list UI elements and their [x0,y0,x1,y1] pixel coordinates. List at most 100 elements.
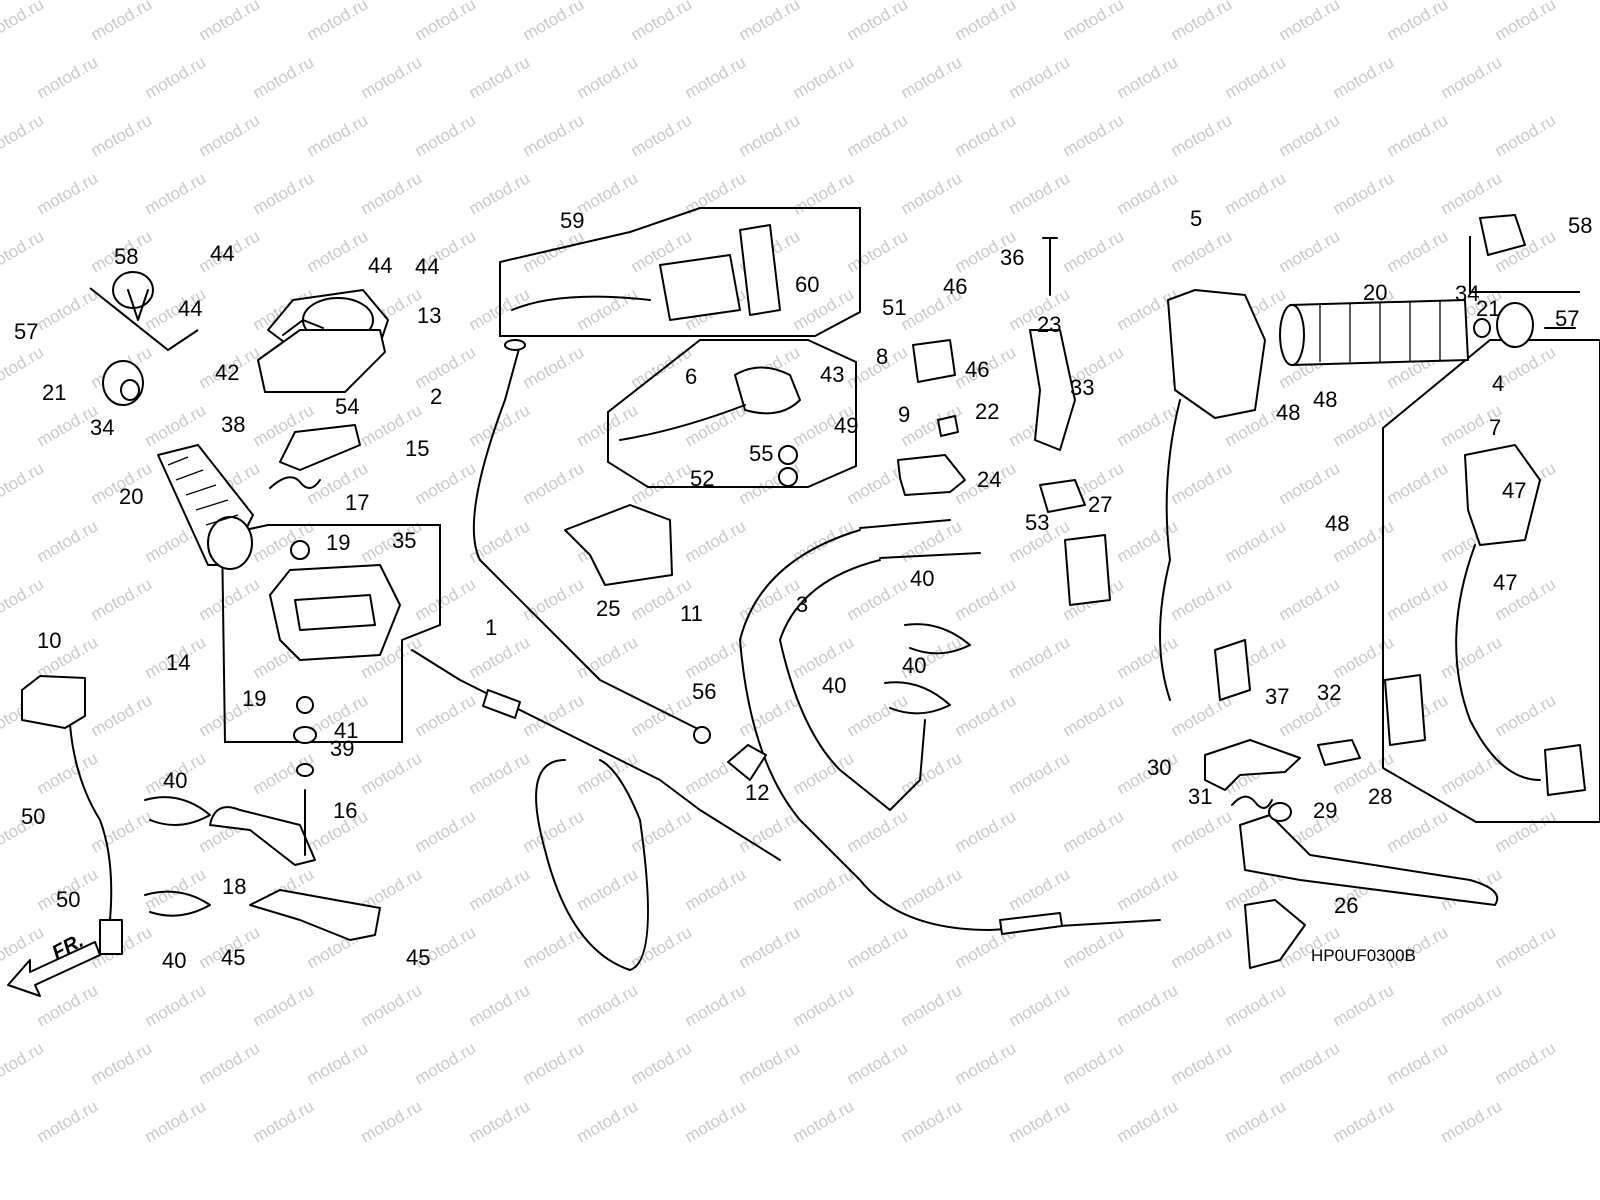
callout-11: 11 [680,601,703,626]
callout-20: 20 [119,484,144,509]
callout-17: 17 [345,490,370,515]
callout-47: 47 [1502,478,1527,503]
lower-bracket [249,889,381,941]
left-grip [157,444,254,570]
callout-51: 51 [882,295,907,320]
callout-44: 44 [368,253,393,278]
callout-30: 30 [1147,755,1172,780]
callout-53: 53 [1025,510,1050,535]
right-cap [1479,214,1526,256]
group-box-58-right [1469,236,1580,293]
callout-4: 4 [1492,371,1505,396]
right-switch-housing [1159,289,1266,701]
callout-44: 44 [210,241,235,266]
callout-10: 10 [37,628,62,653]
callout-21: 21 [42,380,67,405]
callout-52: 52 [690,466,715,491]
callout-29: 29 [1313,798,1338,823]
callout-55: 55 [749,441,774,466]
callout-20: 20 [1363,280,1388,305]
gasket [257,329,386,393]
callout-40: 40 [163,768,188,793]
pad-32 [1317,739,1361,766]
washer-39 [296,763,314,777]
cable-end-b [879,552,981,559]
switch-housing-bottom [269,564,401,661]
cap-29 [1268,802,1292,822]
callout-34: 34 [90,415,115,440]
callout-59: 59 [560,208,585,233]
group-box-6 [607,339,857,488]
callout-38: 38 [221,412,246,437]
right-grip [1279,299,1469,366]
callout-5: 5 [1190,206,1203,231]
bracket-26 [1244,899,1306,969]
pouch-25 [564,504,673,586]
callout-27: 27 [1088,492,1113,517]
callout-44: 44 [178,296,203,321]
callout-40: 40 [822,673,847,698]
cable-1 [411,649,781,861]
callout-47: 47 [1493,570,1518,595]
callout-16: 16 [333,798,358,823]
cap-19-bottom [296,696,314,714]
callout-14: 14 [166,650,191,675]
callout-35: 35 [392,528,417,553]
callout-31: 31 [1188,784,1213,809]
callout-6: 6 [685,364,698,389]
callout-18: 18 [222,874,247,899]
cable-3 [779,559,926,811]
callout-50: 50 [56,887,81,912]
cable-end-a [859,519,951,529]
bracket-22 [1029,329,1076,451]
connector-4 [1544,744,1586,796]
bracket-31 [1204,739,1301,791]
switch-assembly-4 [1455,444,1586,796]
callout-50: 50 [21,804,46,829]
callout-33: 33 [1070,375,1095,400]
washer-41 [293,726,317,744]
cable-1-loop [535,759,649,971]
callout-58: 58 [114,244,139,269]
callout-48: 48 [1313,387,1338,412]
callout-41: 41 [334,718,359,743]
relay-8 [912,339,956,383]
fr-arrow-icon [7,941,101,997]
bolt-36 [1042,237,1058,296]
nut-52 [778,467,798,487]
callout-3: 3 [796,592,809,617]
clamp-40-a [144,796,211,826]
callout-49: 49 [834,413,859,438]
callout-40: 40 [902,653,927,678]
lever-28 [1239,814,1499,906]
cable-2 [472,344,701,731]
callout-24: 24 [977,467,1002,492]
callout-8: 8 [876,344,889,369]
callout-46: 46 [943,274,968,299]
callout-21: 21 [1476,296,1501,321]
callout-23: 23 [1037,312,1062,337]
connector-block-right [1384,674,1426,746]
right-end-weight [1496,302,1534,348]
drawing-code: HP0UF0300B [1311,946,1416,965]
callout-19: 19 [242,686,267,711]
washer-55 [778,445,798,465]
callout-7: 7 [1489,415,1502,440]
callout-22: 22 [975,399,1000,424]
callout-45: 45 [406,945,431,970]
plate [279,424,361,471]
cap-9 [937,415,959,437]
callout-46: 46 [965,357,990,382]
group-box-59 [499,207,861,337]
group-box-58-left [89,287,199,352]
cable-2-end [504,339,526,351]
callout-48: 48 [1325,511,1350,536]
left-end-weight [102,360,144,406]
callout-13: 13 [417,303,442,328]
harness-59 [511,224,781,321]
clamp-40-c [904,623,971,655]
plate-27 [1039,479,1086,513]
callout-57: 57 [1555,306,1580,331]
callout-28: 28 [1368,784,1393,809]
